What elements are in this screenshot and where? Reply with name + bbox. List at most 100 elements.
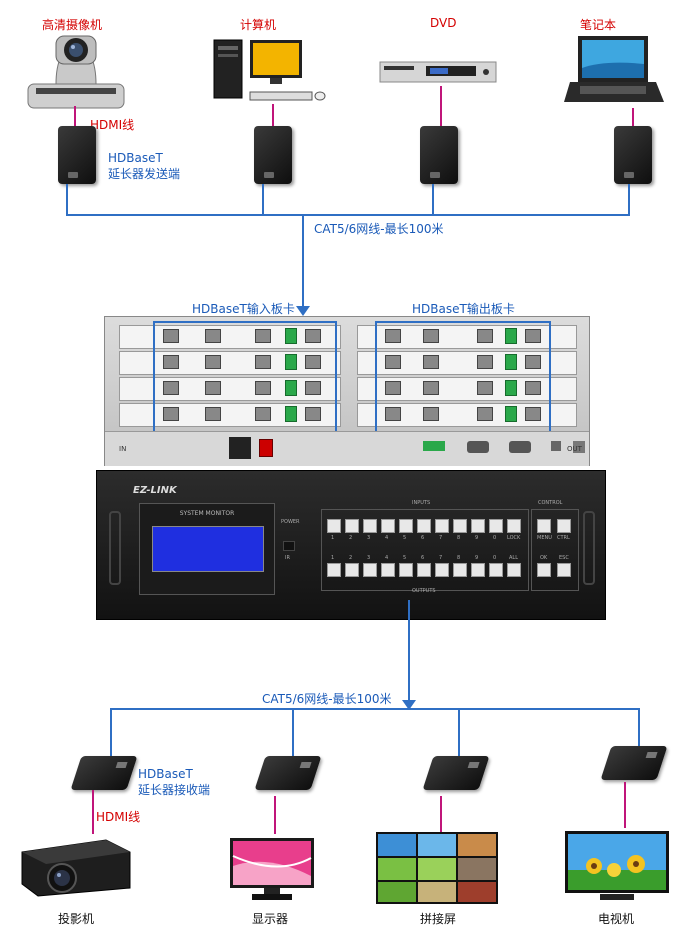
output-key-label-1: 1: [331, 555, 335, 561]
dvd-player-icon: [378, 58, 498, 86]
hdmi-line-bottom-3: [440, 796, 442, 834]
source-label-computer: 计算机: [240, 18, 277, 32]
ctrl-button-label: CTRL: [557, 535, 570, 541]
receiver-extender-4: [600, 746, 668, 780]
hdmi-line-bottom-2: [274, 796, 276, 834]
ctrl-button[interactable]: [557, 519, 571, 533]
input-key-5[interactable]: [399, 519, 413, 533]
output-key-0[interactable]: [489, 563, 503, 577]
input-key-3[interactable]: [363, 519, 377, 533]
input-key-label-4: 4: [385, 535, 389, 541]
input-key-label-6: 6: [421, 535, 425, 541]
sender-label-line1: HDBaseT: [108, 151, 163, 165]
terminal-block-icon: [423, 441, 445, 451]
input-key-4[interactable]: [381, 519, 395, 533]
sender-label: HDBaseT 延长器发送端: [108, 150, 180, 182]
hdmi-line-1: [74, 106, 76, 126]
output-key-9[interactable]: [471, 563, 485, 577]
sender-extender-3: [420, 126, 458, 184]
input-card-4: [119, 403, 341, 427]
hdmi-line-3: [440, 86, 442, 126]
inputs-label: INPUTS: [412, 500, 431, 506]
output-card-highlight: [375, 321, 551, 433]
ir-label: IR: [285, 555, 290, 561]
output-key-label-all: ALL: [509, 555, 518, 561]
cat-drop-bottom-4: [638, 708, 640, 756]
menu-button[interactable]: [537, 519, 551, 533]
input-key-8[interactable]: [453, 519, 467, 533]
power-socket-icon: [229, 437, 251, 459]
power-switch-icon: [259, 439, 273, 457]
arrow-down-icon: [296, 306, 310, 316]
output-key-8[interactable]: [453, 563, 467, 577]
cat-drop-1: [66, 184, 68, 216]
control-label: CONTROL: [538, 500, 563, 506]
output-key-7[interactable]: [435, 563, 449, 577]
cat-drop-2: [262, 184, 264, 216]
rs232-port-2-icon: [509, 441, 531, 453]
source-label-camera: 高清摄像机: [42, 18, 103, 32]
outputs-label: OUTPUTS: [412, 588, 436, 594]
output-key-label-5: 5: [403, 555, 407, 561]
input-key-label-0: 0: [493, 535, 497, 541]
cat-bus-bottom: [110, 708, 640, 710]
output-key-label-0: 0: [493, 555, 497, 561]
input-key-6[interactable]: [417, 519, 431, 533]
cat-drop-bottom-2: [292, 708, 294, 756]
brand-logo: EZ-LINK: [133, 485, 177, 496]
output-key-6[interactable]: [417, 563, 431, 577]
input-key-2[interactable]: [345, 519, 359, 533]
output-key-5[interactable]: [399, 563, 413, 577]
lcd-screen: [152, 526, 264, 572]
receiver-extender-1: [70, 756, 138, 790]
input-key-lock[interactable]: [507, 519, 521, 533]
power-label: POWER: [281, 519, 300, 525]
output-card-label: HDBaseT输出板卡: [412, 302, 515, 316]
input-key-1[interactable]: [327, 519, 341, 533]
input-key-label-1: 1: [331, 535, 335, 541]
esc-button[interactable]: [557, 563, 571, 577]
display-label-monitor: 显示器: [252, 912, 289, 926]
rack-handle-left: [109, 511, 121, 585]
lan-port-icon: [573, 441, 585, 453]
esc-button-label: ESC: [559, 555, 569, 561]
output-key-label-8: 8: [457, 555, 461, 561]
display-label-projector: 投影机: [58, 912, 95, 926]
hdmi-line-bottom-1: [92, 790, 94, 834]
input-card-label: HDBaseT输入板卡: [192, 302, 295, 316]
output-key-1[interactable]: [327, 563, 341, 577]
input-key-label-5: 5: [403, 535, 407, 541]
chassis-in-label: IN: [119, 445, 127, 453]
input-key-label-7: 7: [439, 535, 443, 541]
receiver-label: HDBaseT 延长器接收端: [138, 766, 210, 798]
hdmi-line-bottom-4: [624, 782, 626, 828]
receiver-extender-2: [254, 756, 322, 790]
output-key-all[interactable]: [507, 563, 521, 577]
menu-button-label: MENU: [537, 535, 552, 541]
sender-extender-4: [614, 126, 652, 184]
cat-bus-top: [66, 214, 630, 216]
output-key-label-3: 3: [367, 555, 371, 561]
computer-icon: [210, 36, 330, 104]
receiver-label-line2: 延长器接收端: [138, 783, 211, 797]
input-key-9[interactable]: [471, 519, 485, 533]
control-keypad: CONTROL: [531, 500, 579, 591]
input-key-7[interactable]: [435, 519, 449, 533]
monitor-icon: [228, 836, 316, 902]
hd-camera-icon: [26, 32, 126, 112]
laptop-icon: [564, 34, 664, 108]
input-key-label-9: 9: [475, 535, 479, 541]
system-monitor-frame: SYSTEM MONITOR: [139, 503, 275, 595]
output-key-2[interactable]: [345, 563, 359, 577]
card-chassis: IN OUT: [104, 316, 590, 466]
input-key-0[interactable]: [489, 519, 503, 533]
output-key-3[interactable]: [363, 563, 377, 577]
io-keypad: INPUTS OUTPUTS: [321, 500, 529, 594]
input-card-highlight: [153, 321, 337, 433]
sender-extender-1: [58, 126, 96, 184]
input-card-1: [119, 325, 341, 349]
hdmi-line-2: [272, 104, 274, 126]
output-key-4[interactable]: [381, 563, 395, 577]
ok-button[interactable]: [537, 563, 551, 577]
power-led-icon: [283, 541, 295, 551]
